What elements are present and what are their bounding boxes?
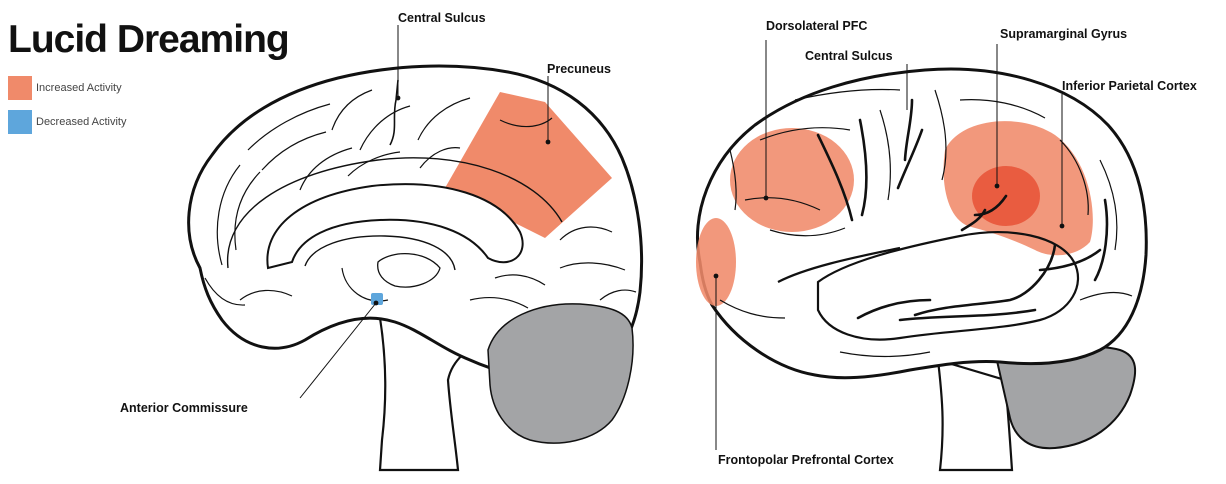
label-inferior-parietal-cortex: Inferior Parietal Cortex xyxy=(1062,79,1197,93)
medial-cerebellum xyxy=(488,304,633,443)
label-supramarginal-gyrus: Supramarginal Gyrus xyxy=(1000,27,1127,41)
label-central-sulcus-medial: Central Sulcus xyxy=(398,11,486,25)
label-central-sulcus-lateral: Central Sulcus xyxy=(805,49,893,63)
label-dorsolateral-pfc: Dorsolateral PFC xyxy=(766,19,867,33)
dorsolateral-pfc-region xyxy=(730,128,854,232)
label-precuneus: Precuneus xyxy=(547,62,611,76)
lateral-brain-view: Dorsolateral PFC Central Sulcus Supramar… xyxy=(696,19,1197,470)
label-anterior-commissure: Anterior Commissure xyxy=(120,401,248,415)
medial-brain-view: Central Sulcus Precuneus Anterior Commis… xyxy=(120,11,642,470)
label-frontopolar-prefrontal-cortex: Frontopolar Prefrontal Cortex xyxy=(718,453,894,467)
